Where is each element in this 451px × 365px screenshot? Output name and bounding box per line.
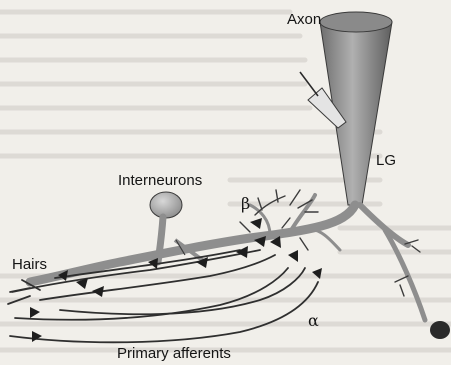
primary-afferents-label: Primary afferents (117, 346, 231, 361)
hairs-label: Hairs (12, 257, 47, 272)
synapse-icon (92, 286, 104, 297)
synapse-icon (30, 307, 40, 318)
alpha-label: α (308, 313, 319, 329)
synapse-icon (250, 218, 262, 229)
synapse-icon (32, 331, 42, 342)
synapse-icon (236, 246, 248, 258)
primary-afferents (8, 250, 318, 342)
beta-label: β (241, 196, 250, 212)
axon-label: Axon (287, 12, 321, 27)
synapse-icon (288, 250, 298, 262)
lg-terminal (430, 321, 450, 339)
interneurons-label: Interneurons (118, 173, 202, 188)
lg-label: LG (376, 153, 396, 168)
